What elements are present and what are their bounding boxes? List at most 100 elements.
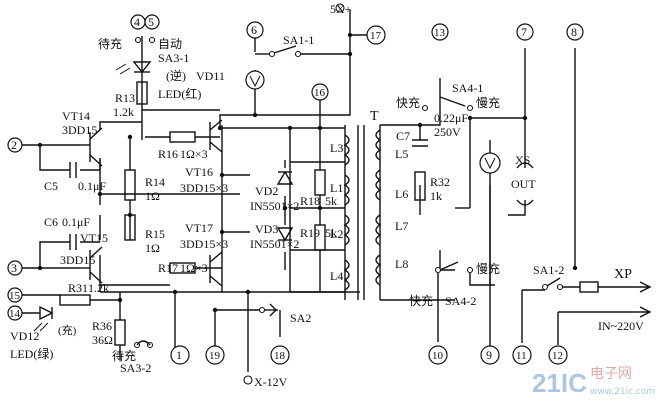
svg-text:待充: 待充 bbox=[98, 36, 122, 51]
svg-text:R31: R31 bbox=[68, 281, 88, 295]
terminal-17: 17 bbox=[366, 25, 386, 45]
svg-text:LED(绿): LED(绿) bbox=[10, 346, 53, 361]
svg-text:0.22μF: 0.22μF bbox=[434, 111, 468, 125]
svg-text:SA3-2: SA3-2 bbox=[120, 361, 151, 375]
terminal-19: 19 bbox=[205, 345, 225, 365]
resistor-r16: R16 1Ω×3 bbox=[158, 131, 208, 161]
svg-text:C5: C5 bbox=[44, 179, 58, 193]
svg-text:SA1-1: SA1-1 bbox=[283, 33, 314, 47]
svg-text:3: 3 bbox=[11, 261, 17, 275]
svg-text:10: 10 bbox=[432, 350, 444, 362]
svg-text:SA3-1: SA3-1 bbox=[158, 51, 189, 65]
svg-text:1Ω×3: 1Ω×3 bbox=[180, 147, 208, 161]
svg-text:17: 17 bbox=[370, 30, 382, 42]
svg-text:自动: 自动 bbox=[158, 37, 182, 51]
svg-text:0.1μF: 0.1μF bbox=[62, 215, 90, 229]
led-vd11: (逆) VD11 LED(红) bbox=[115, 61, 225, 101]
svg-text:C7: C7 bbox=[396, 129, 410, 143]
svg-text:T: T bbox=[370, 109, 379, 124]
svg-text:19: 19 bbox=[209, 350, 221, 362]
resistor-r18: R18 5k bbox=[300, 169, 337, 208]
svg-text:VT16: VT16 bbox=[185, 165, 213, 179]
svg-text:R15: R15 bbox=[145, 227, 165, 241]
svg-text:IN5501×2: IN5501×2 bbox=[250, 199, 299, 213]
terminal-5: 5 bbox=[144, 14, 160, 30]
terminal-7: 7 bbox=[516, 23, 534, 41]
svg-text:IN~220V: IN~220V bbox=[598, 319, 644, 333]
watermark: 21IC 电子网 www.21ic.com bbox=[532, 366, 655, 398]
svg-text:SA4-2: SA4-2 bbox=[445, 294, 476, 308]
svg-text:IN5501×2: IN5501×2 bbox=[250, 237, 299, 251]
terminals: 2 3 15 14 4 5 6 17 16 13 7 8 1 19 18 10 … bbox=[7, 14, 584, 365]
svg-text:VT17: VT17 bbox=[185, 221, 213, 235]
svg-text:1.2k: 1.2k bbox=[88, 281, 109, 295]
svg-text:C6: C6 bbox=[44, 215, 58, 229]
svg-text:7: 7 bbox=[521, 25, 527, 39]
svg-text:R19: R19 bbox=[300, 226, 320, 240]
svg-text:L7: L7 bbox=[395, 219, 408, 233]
svg-text:6: 6 bbox=[251, 23, 257, 37]
transistor-vt16: VT16 3DD15×3 bbox=[180, 119, 228, 195]
svg-text:15: 15 bbox=[9, 290, 21, 302]
svg-text:VD12: VD12 bbox=[10, 329, 39, 343]
svg-text:4: 4 bbox=[134, 15, 140, 29]
transistor-vt17: VT17 3DD15×3 bbox=[180, 221, 228, 287]
switch-sa4-1: SA4-1 bbox=[421, 81, 483, 112]
svg-text:L2: L2 bbox=[330, 227, 343, 241]
resistor-r13: R13 1.2k bbox=[113, 81, 148, 119]
switch-sa1-2: SA1-2 bbox=[533, 263, 564, 291]
svg-text:LED(红): LED(红) bbox=[158, 86, 201, 101]
transformer-t: T L3 L1 L2 L4 L5 L6 L7 L8 bbox=[330, 109, 408, 300]
led-vd12: VD12 LED(绿) bbox=[10, 305, 54, 361]
terminal-8: 8 bbox=[566, 23, 584, 41]
svg-text:250V: 250V bbox=[434, 125, 461, 139]
terminal-1: 1 bbox=[170, 345, 190, 365]
resistor-r36: R36 36Ω bbox=[92, 319, 126, 347]
mains-input: IN~220V bbox=[598, 306, 652, 333]
terminal-12: 12 bbox=[548, 345, 568, 365]
svg-text:1.2k: 1.2k bbox=[113, 105, 134, 119]
svg-text:X-12V: X-12V bbox=[254, 375, 288, 389]
svg-text:9: 9 bbox=[486, 348, 492, 362]
svg-text:XS: XS bbox=[515, 153, 530, 167]
svg-text:VD11: VD11 bbox=[196, 69, 225, 83]
svg-text:R16: R16 bbox=[158, 147, 178, 161]
svg-text:R14: R14 bbox=[145, 175, 165, 189]
svg-text:3DD15×3: 3DD15×3 bbox=[180, 181, 228, 195]
svg-text:R13: R13 bbox=[115, 91, 135, 105]
svg-text:5k: 5k bbox=[325, 194, 337, 208]
resistor-r14: R14 1Ω bbox=[124, 169, 165, 203]
svg-text:1: 1 bbox=[176, 348, 182, 362]
svg-text:11: 11 bbox=[516, 350, 527, 362]
meter-right bbox=[479, 152, 501, 174]
svg-text:12: 12 bbox=[552, 350, 563, 362]
svg-text:5: 5 bbox=[148, 15, 154, 29]
supply-positive: 5X+ bbox=[330, 2, 352, 16]
svg-text:13: 13 bbox=[434, 27, 446, 39]
terminal-10: 10 bbox=[428, 345, 448, 365]
resistor-r19: R19 5k bbox=[300, 224, 337, 251]
junction-dots bbox=[37, 32, 578, 313]
svg-text:1Ω: 1Ω bbox=[145, 189, 160, 203]
svg-text:3DD15: 3DD15 bbox=[62, 123, 97, 137]
svg-text:5k: 5k bbox=[325, 226, 337, 240]
terminal-18: 18 bbox=[270, 345, 290, 365]
svg-text:SA2: SA2 bbox=[290, 311, 311, 325]
svg-text:36Ω: 36Ω bbox=[92, 333, 113, 347]
plug-xp: XP bbox=[614, 267, 652, 293]
voltmeter bbox=[245, 70, 265, 90]
svg-text:OUT: OUT bbox=[511, 177, 536, 191]
svg-text:慢充: 慢充 bbox=[476, 261, 500, 276]
svg-text:8: 8 bbox=[571, 25, 577, 39]
svg-text:0.1μF: 0.1μF bbox=[78, 179, 106, 193]
terminal-3: 3 bbox=[7, 260, 23, 276]
terminal-11: 11 bbox=[512, 345, 532, 365]
svg-text:2: 2 bbox=[11, 138, 17, 152]
svg-text:VT14: VT14 bbox=[62, 109, 90, 123]
svg-text:L6: L6 bbox=[395, 187, 408, 201]
supply-negative: X-12V bbox=[243, 375, 288, 389]
svg-text:L8: L8 bbox=[395, 257, 408, 271]
svg-text:(逆): (逆) bbox=[166, 68, 186, 83]
svg-text:R18: R18 bbox=[300, 194, 320, 208]
